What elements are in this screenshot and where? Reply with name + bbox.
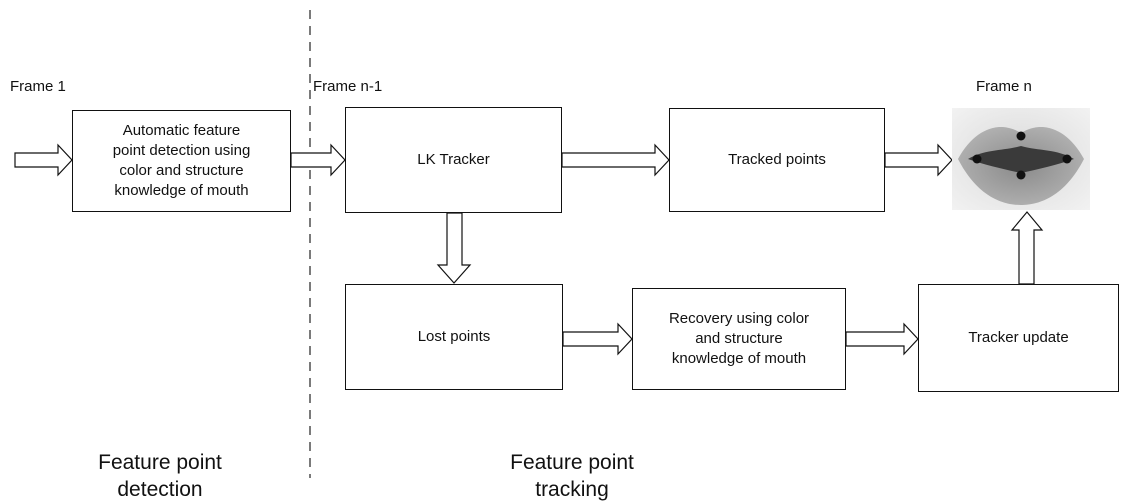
frame-1-label: Frame 1 bbox=[10, 78, 66, 95]
tracker-update-text: Tracker update bbox=[968, 329, 1069, 346]
detection-box: Automatic feature point detection using … bbox=[72, 110, 291, 212]
feature-point-right bbox=[1062, 154, 1072, 164]
recovery-box: Recovery using color and structure knowl… bbox=[632, 288, 846, 390]
lk-tracker-text: LK Tracker bbox=[417, 151, 490, 168]
arrow-recovery-to-update bbox=[845, 322, 919, 356]
arrow-tracked-to-frame-n bbox=[884, 143, 953, 177]
tracking-phase-caption: Feature point tracking bbox=[510, 451, 634, 501]
arrow-input-to-detection bbox=[14, 143, 73, 177]
arrow-lk-to-lost bbox=[436, 212, 472, 284]
mouth-image bbox=[952, 108, 1090, 210]
lk-tracker-box: LK Tracker bbox=[345, 107, 562, 213]
feature-point-left bbox=[972, 154, 982, 164]
arrow-update-to-frame-n bbox=[1010, 211, 1044, 285]
arrow-lost-to-recovery bbox=[562, 322, 633, 356]
lost-points-text: Lost points bbox=[417, 328, 491, 345]
detection-phase-caption: Feature point detection bbox=[98, 451, 222, 501]
detection-box-text: Automatic feature point detection using … bbox=[112, 122, 251, 199]
arrow-lk-to-tracked bbox=[561, 143, 670, 177]
lost-points-box: Lost points bbox=[345, 284, 563, 390]
tracked-points-box: Tracked points bbox=[669, 108, 885, 212]
feature-point-bottom bbox=[1016, 170, 1026, 180]
frame-n-label: Frame n bbox=[976, 78, 1032, 95]
recovery-text: Recovery using color and structure knowl… bbox=[668, 310, 810, 367]
tracked-points-text: Tracked points bbox=[728, 151, 826, 168]
tracker-update-box: Tracker update bbox=[918, 284, 1119, 392]
feature-point-top bbox=[1016, 131, 1026, 141]
arrow-detection-to-lk bbox=[290, 143, 346, 177]
frame-n-minus-1-label: Frame n-1 bbox=[313, 78, 383, 95]
